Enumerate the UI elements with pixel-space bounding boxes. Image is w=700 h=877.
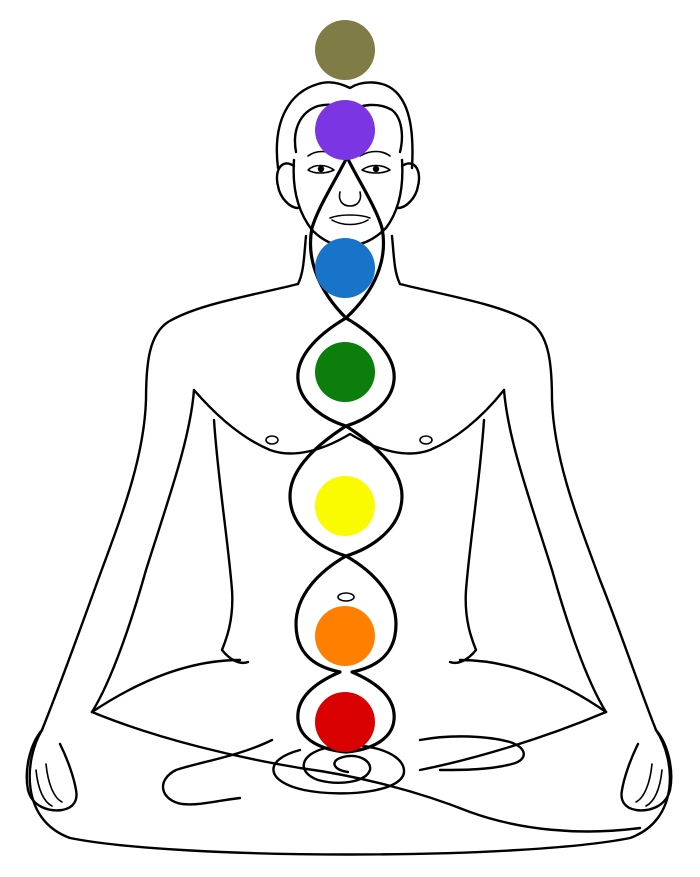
left-fingers [35,763,63,807]
mouth [329,214,371,226]
right-eye [361,164,391,174]
right-pupil [372,165,380,173]
left-foot [161,738,274,806]
nose [338,191,362,207]
throat-chakra [315,238,375,298]
navel [337,592,355,602]
third-eye-chakra [315,100,375,160]
left-hand [25,728,78,812]
left-arm-outer [40,282,300,732]
chest-line [192,388,506,455]
torso-left [212,418,250,664]
crown-chakra [315,20,375,80]
right-shin [418,710,608,772]
left-eye [307,164,335,174]
left-pupil [317,165,325,173]
right-arm-outer [398,282,658,732]
right-ear [396,162,421,210]
right-fingers [635,763,663,807]
sacral-chakra [315,606,375,666]
right-arm-inner [502,388,608,714]
neck-right [390,234,402,286]
left-thigh-top [90,658,242,714]
torso-right [448,418,486,664]
right-eyebrow [359,150,391,157]
root-chakra [315,692,375,752]
solar-plexus-chakra [315,476,375,536]
right-thigh-top [458,658,608,714]
left-arm-inner [90,388,196,714]
right-nipple [419,435,433,445]
right-foot [418,735,525,772]
neck-left [296,234,308,286]
right-hand [620,728,673,812]
leg-bottom [28,728,672,856]
left-nipple [265,435,279,445]
left-shin [90,710,642,833]
body-outline [25,81,673,856]
channel-right-strand [334,128,404,754]
heart-chakra [315,342,375,402]
left-ear [275,162,300,210]
chakras [315,20,375,752]
